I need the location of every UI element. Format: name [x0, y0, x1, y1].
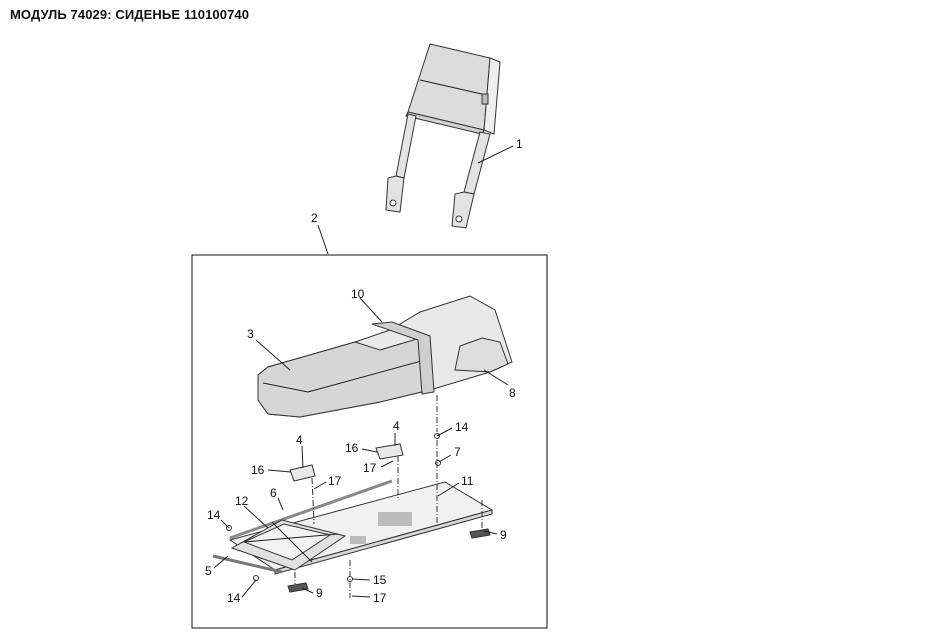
- callout-17a: 17: [328, 474, 342, 488]
- callout-17c: 17: [373, 591, 387, 605]
- callout-14b: 14: [207, 508, 221, 522]
- callout-3: 3: [247, 327, 254, 341]
- callout-11: 11: [461, 474, 474, 488]
- foot-part: [287, 582, 309, 593]
- assembly-guides: [294, 395, 483, 598]
- callout-12: 12: [235, 494, 249, 508]
- callout-14a: 14: [455, 420, 469, 434]
- callout-8: 8: [509, 386, 516, 400]
- assembly-frame: [191, 254, 548, 629]
- callout-7: 7: [454, 445, 461, 459]
- callout-labels: 1 2 3 4 4 5 6 7 8 9 9 10 11 12 14 14 14 …: [205, 137, 523, 605]
- bracket-part: [289, 464, 316, 482]
- callout-5: 5: [205, 564, 212, 578]
- backrest-part: [385, 43, 501, 229]
- callout-2: 2: [311, 211, 318, 225]
- foot-part: [469, 528, 491, 539]
- callout-15: 15: [373, 573, 387, 587]
- callout-17b: 17: [363, 461, 377, 475]
- callout-4: 4: [296, 433, 303, 447]
- callout-9b: 9: [316, 586, 323, 600]
- bracket-part: [375, 443, 404, 460]
- callout-14c: 14: [227, 591, 241, 605]
- callout-16b: 16: [345, 441, 359, 455]
- callout-16a: 16: [251, 463, 265, 477]
- seat-pan-part: [230, 519, 347, 571]
- callout-6: 6: [270, 486, 277, 500]
- page-title: МОДУЛЬ 74029: СИДЕНЬЕ 110100740: [10, 7, 250, 22]
- callout-1: 1: [516, 137, 523, 151]
- callout-4b: 4: [393, 419, 400, 433]
- callout-9: 9: [500, 528, 507, 542]
- callout-leaders: [213, 145, 514, 598]
- callout-10: 10: [351, 287, 365, 301]
- seat-cushion-part: [257, 295, 513, 418]
